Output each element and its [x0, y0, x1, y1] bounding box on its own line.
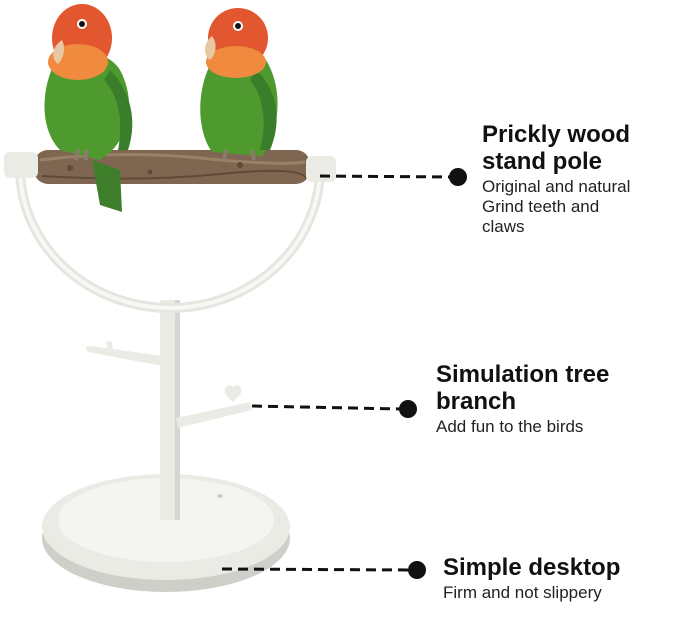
callout-description-line: Grind teeth and — [482, 197, 600, 216]
desktop-base — [42, 474, 290, 592]
callout-description-line: Original and natural — [482, 177, 631, 196]
leader-line-pole — [319, 168, 467, 186]
stand-ring — [15, 167, 325, 313]
callout-description-line: claws — [482, 217, 525, 236]
leader-line-branch — [251, 400, 417, 418]
callout-title-line: Simple desktop — [443, 554, 621, 581]
lovebird-left — [44, 4, 133, 212]
prickly-wood-perch — [4, 150, 336, 184]
callout-simulation-tree-branch: Simulation tree branch Add fun to the bi… — [436, 361, 676, 437]
callout-prickly-wood-pole: Prickly wood stand pole Original and nat… — [482, 121, 677, 237]
callout-title-line: branch — [436, 388, 517, 415]
callout-simple-desktop: Simple desktop Firm and not slippery — [443, 554, 673, 603]
callout-title-line: stand pole — [482, 148, 603, 175]
simulation-tree-branch — [85, 341, 252, 428]
leader-line-desktop — [221, 561, 426, 579]
stand-pole — [160, 300, 180, 520]
callout-description-line: Firm and not slippery — [443, 583, 602, 602]
callout-title-line: Prickly wood — [482, 121, 631, 148]
callout-description-line: Add fun to the birds — [436, 417, 584, 436]
lovebird-right — [200, 8, 278, 161]
callout-title-line: Simulation tree — [436, 361, 610, 388]
